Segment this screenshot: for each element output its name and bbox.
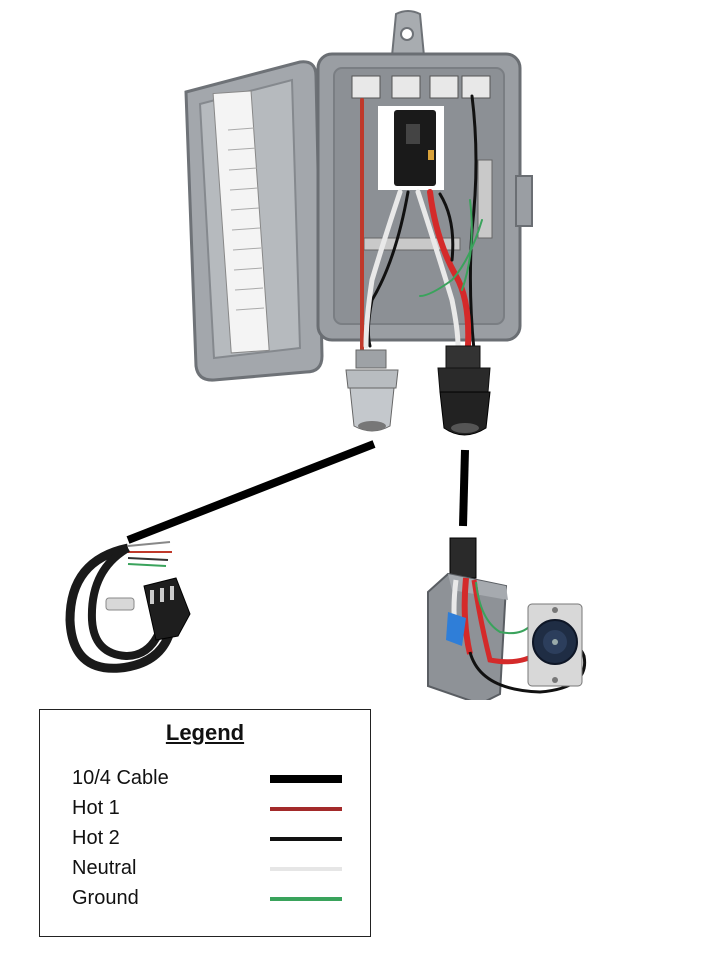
legend: Legend 10/4 Cable Hot 1 Hot 2 Neutral Gr… [39,709,371,937]
legend-label: Hot 2 [72,827,120,849]
cable-run-to-receptacle [459,449,469,527]
legend-swatch [270,897,342,901]
mounting-hole [400,27,414,41]
legend-title: Legend [165,720,245,745]
terminal-lug [429,75,459,99]
power-cord-plug-icon [65,541,191,673]
cable-gland-icon [437,345,491,436]
legend-swatch [270,807,342,811]
wiring-diagram [65,10,587,700]
terminal-lug [461,75,491,99]
wire-nut [446,612,466,646]
receptacle-box [427,537,587,700]
cable-run-to-cord [126,440,376,544]
enclosure-door [184,60,324,382]
enclosure-body [316,10,533,342]
terminal-lug [351,75,381,99]
legend-item-ground: Ground [72,885,342,911]
legend-label: Neutral [72,857,137,879]
legend-label: 10/4 Cable [72,767,169,789]
legend-swatch [270,837,342,841]
legend-item-neutral: Neutral [72,855,342,881]
legend-swatch [270,775,342,783]
legend-item-hot-2: Hot 2 [72,825,342,851]
twist-lock-receptacle-icon [527,603,583,687]
legend-item-hot-1: Hot 1 [72,795,342,821]
legend-swatch [270,867,342,871]
legend-item-cable: 10/4 Cable [72,765,342,791]
door-label-sticker [212,90,270,354]
breaker-icon [394,110,436,186]
cord-clamp [105,597,135,611]
enclosure-wiring [360,94,483,352]
terminal-lug [391,75,421,99]
legend-label: Hot 1 [72,797,120,819]
ground-bar [477,159,493,239]
cable-gland-icon [345,349,399,432]
legend-label: Ground [72,887,139,909]
